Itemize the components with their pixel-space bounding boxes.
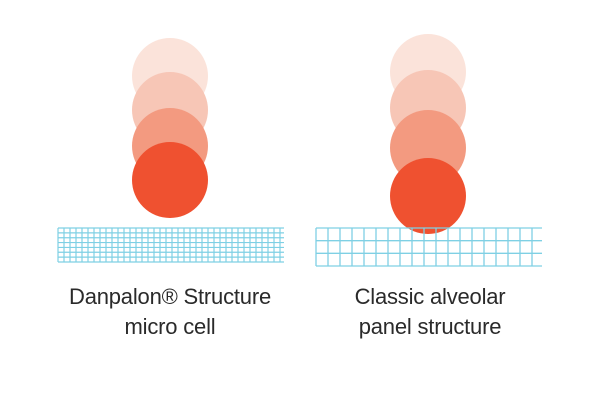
ball — [132, 142, 208, 218]
caption-line-1: Classic alveolar — [354, 284, 506, 309]
alveolar-caption: Classic alveolar panel structure — [290, 282, 570, 342]
danpalon-illustration — [57, 38, 284, 263]
danpalon-caption: Danpalon® Structure micro cell — [30, 282, 310, 342]
caption-line-2: panel structure — [358, 314, 502, 339]
alveolar-panel-grid — [315, 227, 542, 267]
alveolar-illustration — [315, 34, 542, 267]
ball — [390, 158, 466, 234]
caption-line-2: micro cell — [124, 314, 216, 339]
caption-line-1: Danpalon® Structure — [69, 284, 271, 309]
micro-cell-grid — [57, 227, 284, 263]
